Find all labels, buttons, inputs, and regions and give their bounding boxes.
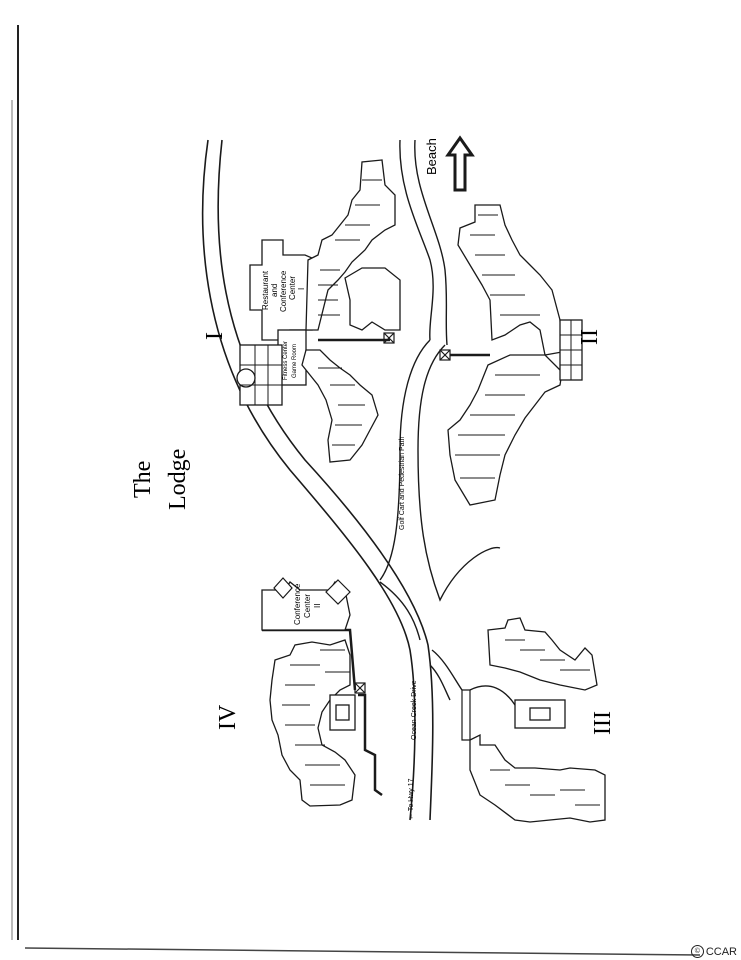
building-ii-unit-marks	[455, 214, 582, 479]
map-title-line2: Lodge	[165, 449, 191, 510]
copyright-icon: ©	[690, 945, 704, 958]
building-iv-unit-marks	[282, 649, 350, 786]
map-title-line1: The	[130, 461, 156, 498]
svg-text:and: and	[270, 284, 279, 297]
hwy-direction-label: ← To Hwy 17	[408, 778, 415, 820]
page-bottom-edge	[24, 947, 701, 956]
beach-arrow-icon	[445, 135, 475, 192]
svg-text:Restaurant: Restaurant	[261, 270, 270, 310]
beach-access-road	[399, 139, 448, 346]
walkways	[262, 338, 490, 691]
watermark-text: CCAR	[705, 945, 737, 958]
fitness-center-label: Fitness Center Game Room	[283, 341, 298, 380]
restaurant-label: Restaurant and Conference Center I	[261, 270, 306, 312]
conference-center-ii-label: Conference Center II	[293, 583, 322, 625]
building-iii-entry	[461, 689, 471, 741]
building-complex-iii	[469, 617, 606, 823]
gazebo-marks	[273, 577, 351, 605]
svg-text:II: II	[313, 604, 322, 608]
svg-text:Center: Center	[303, 594, 312, 618]
svg-text:Game Room: Game Room	[292, 344, 298, 378]
ocean-creek-drive-label: Ocean Creek Drive	[411, 680, 418, 740]
building-label-iii: III	[590, 711, 616, 735]
building-i-unit-marks	[240, 179, 382, 446]
building-iii-unit-marks	[490, 639, 600, 806]
building-label-i: I	[202, 332, 228, 340]
golf-cart-path-label: Golf Cart and Pedestrian Path	[399, 437, 406, 530]
golf-cart-path	[379, 339, 501, 641]
svg-text:Center: Center	[288, 276, 297, 300]
svg-text:I: I	[297, 288, 306, 290]
building-complex-i	[236, 159, 401, 463]
main-road	[201, 139, 434, 821]
svg-text:Fitness Center: Fitness Center	[283, 341, 289, 380]
building-iv-walkway	[358, 693, 383, 797]
ccar-watermark: © CCAR	[690, 945, 737, 958]
building-label-iv: IV	[215, 704, 241, 730]
svg-text:Conference: Conference	[293, 583, 302, 625]
beach-label: Beach	[424, 138, 439, 175]
svg-text:Conference: Conference	[279, 270, 288, 312]
building-label-ii: II	[577, 329, 603, 345]
gate-markers	[354, 332, 451, 694]
